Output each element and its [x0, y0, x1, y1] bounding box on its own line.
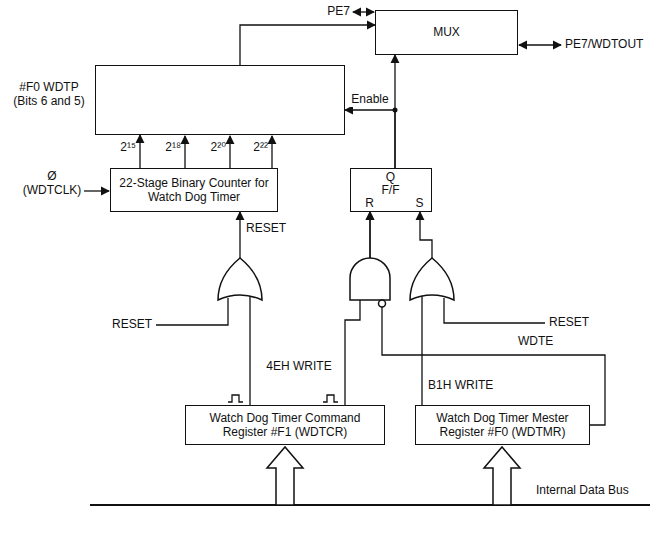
output-pin: Q: [350, 170, 432, 184]
signal-name: RESET: [100, 318, 152, 332]
or-gate: [218, 258, 262, 300]
signal-name: 4EH WRITE: [258, 360, 340, 374]
register-field-label: #F0 WDTP (Bits 6 and 5): [6, 80, 92, 109]
reset-wire: [444, 298, 545, 323]
counter-box: 22-Stage Binary Counter for Watch Dog Ti…: [110, 168, 278, 212]
wdtout-wire: [519, 44, 561, 45]
counter-tap: [271, 136, 272, 168]
data-bus: [90, 504, 650, 506]
and-gate: [350, 258, 390, 300]
box-label: MUX: [433, 25, 460, 39]
bus-arrow: [484, 447, 520, 505]
clock-signal: Ø (WDTCLK): [22, 170, 82, 198]
signal-name: RESET: [246, 222, 296, 236]
bus-arrow: [267, 447, 303, 505]
signal-connector: [345, 110, 395, 168]
write-pulse: [228, 395, 243, 402]
signal-name: WDTE: [518, 335, 568, 349]
signal-name: RESET: [549, 316, 599, 330]
pe7-wire: [353, 11, 374, 12]
tap-label: 2¹⁸: [159, 141, 181, 155]
reset-wire: [156, 298, 228, 325]
bus-name: Internal Data Bus: [536, 484, 656, 498]
box-label: Watch Dog Timer Mester Register #F0 (WDT…: [420, 411, 585, 440]
box-label: 22-Stage Binary Counter for Watch Dog Ti…: [115, 176, 273, 205]
register-box: Watch Dog Timer Command Register #F1 (WD…: [185, 405, 385, 445]
input-pin: R: [364, 196, 376, 210]
tap-label: 2²²: [246, 141, 268, 155]
inversion-bubble: [379, 300, 386, 307]
mux-box: MUX: [375, 10, 518, 55]
box-label: Watch Dog Timer Command Register #F1 (WD…: [190, 411, 380, 440]
counter-tap: [229, 136, 230, 168]
clock-wire: [84, 190, 109, 191]
flip-flop-box: QF/FR S: [350, 168, 432, 212]
signal-connector: [139, 135, 140, 168]
counter-tap: [184, 136, 185, 168]
write-pulse: [323, 395, 338, 402]
tap-label: 2¹⁵: [114, 141, 136, 155]
block-name: F/F: [350, 183, 432, 197]
or-gate: [410, 258, 454, 300]
signal-connector: [240, 25, 375, 65]
input-pin: S: [414, 196, 426, 210]
pin-name: PE7/WDTOUT: [565, 38, 665, 52]
prescaler-select-box: #F0 WDTP (Bits 6 and 5): [95, 65, 345, 135]
signal-connector: [370, 212, 605, 425]
edge-label: Enable: [349, 93, 390, 107]
signal-connector: [345, 212, 370, 405]
signal-name: B1H WRITE: [428, 379, 508, 393]
tap-label: 2²⁰: [204, 141, 226, 155]
pin-name: PE7: [316, 5, 350, 19]
signal-connector: [240, 212, 250, 405]
register-box: Watch Dog Timer Mester Register #F0 (WDT…: [415, 405, 590, 445]
junction-dot: [393, 108, 398, 113]
signal-connector: [420, 212, 432, 405]
